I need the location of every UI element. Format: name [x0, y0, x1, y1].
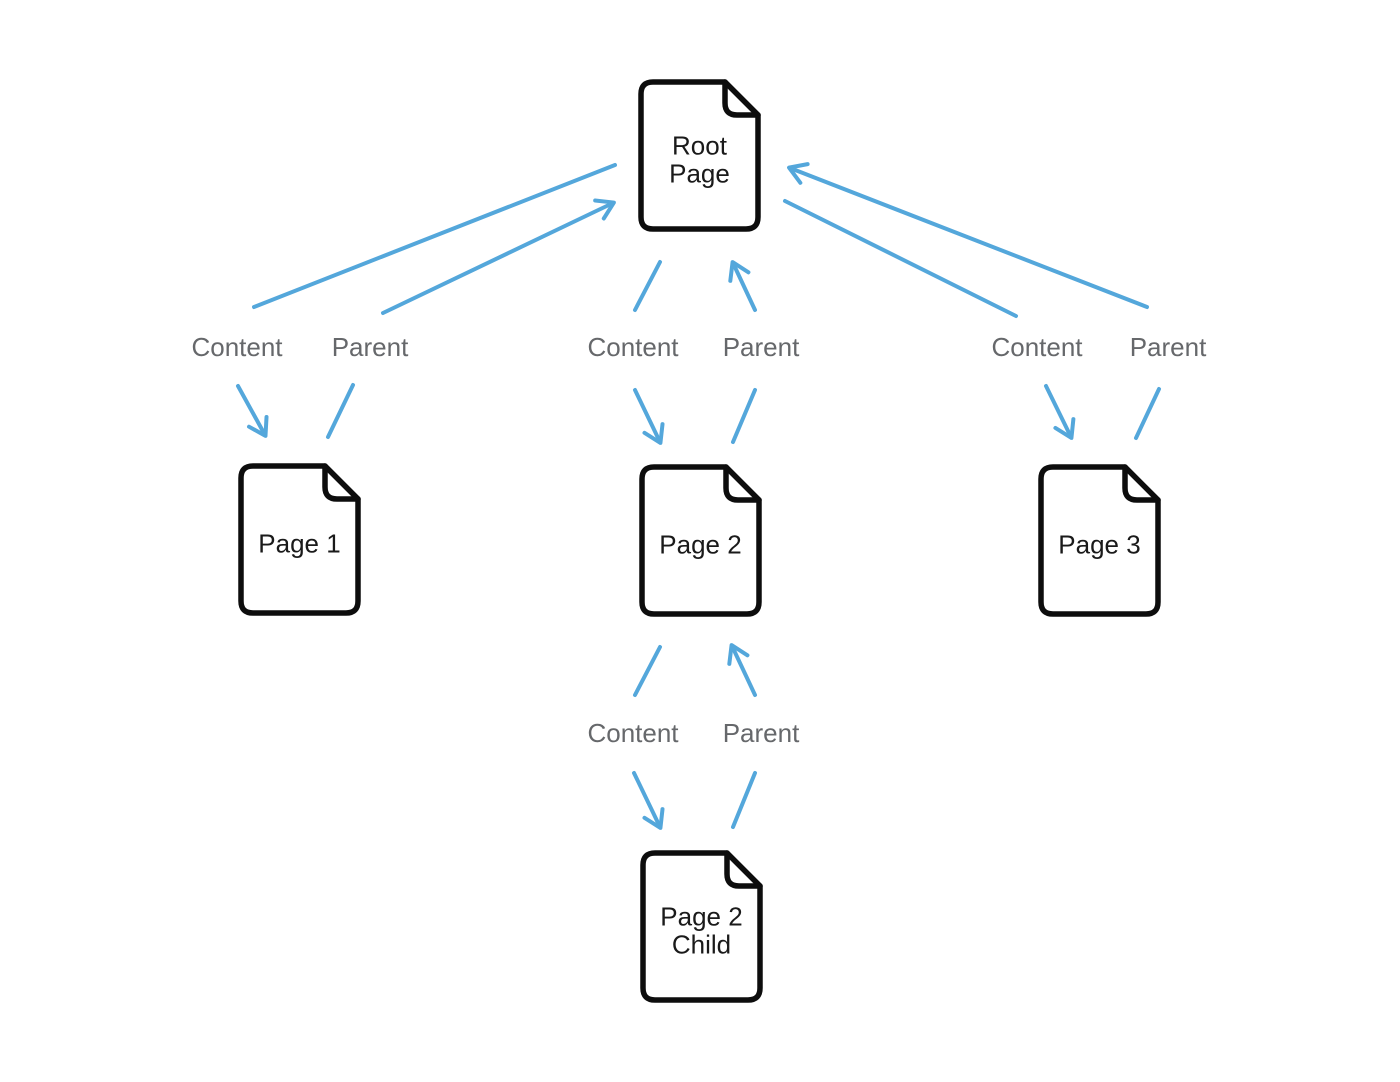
edge-content-root-to-page1-upper — [252, 163, 617, 309]
edge-parent-page2-to-root-lower — [731, 388, 757, 444]
label-parent-page1: Parent — [332, 332, 409, 362]
label-content-page2-child: Content — [587, 718, 679, 748]
node-label-page-3: Page 3 — [1058, 530, 1140, 560]
node-label-page-1: Page 1 — [258, 529, 340, 559]
node-label-page-2-child-line-1: Page 2 — [660, 902, 742, 932]
label-content-page2: Content — [587, 332, 679, 362]
document-fold-corner — [724, 850, 763, 889]
document-fold-corner — [723, 464, 762, 503]
edge-content-root-to-page3-upper — [783, 199, 1018, 318]
edge-parent-page1-to-root-upper — [381, 198, 616, 315]
label-content-page3: Content — [991, 332, 1083, 362]
edge-parent-child-to-page2-lower — [731, 771, 757, 829]
node-page-2: Page 2 — [639, 464, 762, 617]
node-label-page-2: Page 2 — [659, 530, 741, 560]
edge-parent-page3-to-root-upper — [787, 162, 1149, 309]
node-label-root-page-line-2: Page — [669, 159, 730, 189]
edge-parent-child-to-page2-upper — [727, 643, 757, 697]
edges-layer — [236, 162, 1161, 830]
edge-content-root-to-page1-lower — [236, 384, 269, 438]
node-page-1: Page 1 — [238, 463, 361, 616]
label-content-page1: Content — [191, 332, 283, 362]
edge-content-page2-to-child-upper — [633, 645, 662, 697]
edge-content-root-to-page2-lower — [633, 388, 665, 445]
document-icon — [639, 464, 762, 617]
edge-parent-page2-to-root-upper — [728, 260, 757, 312]
edge-content-root-to-page2-upper — [633, 260, 662, 312]
document-fold-corner — [722, 79, 761, 118]
document-icon — [1038, 464, 1161, 617]
label-parent-page2: Parent — [723, 332, 800, 362]
document-icon — [638, 79, 761, 232]
edge-parent-page1-to-root-lower — [326, 383, 355, 439]
node-label-page-2-child-line-2: Child — [672, 930, 731, 960]
node-label-root-page-line-1: Root — [672, 131, 728, 161]
edge-content-root-to-page3-lower — [1044, 384, 1076, 440]
node-page-3: Page 3 — [1038, 464, 1161, 617]
edge-parent-page3-to-root-lower — [1134, 387, 1161, 440]
document-icon — [238, 463, 361, 616]
document-icon — [640, 850, 763, 1003]
edge-content-page2-to-child-lower — [632, 771, 665, 830]
document-fold-corner — [322, 463, 361, 502]
label-parent-page2-child: Parent — [723, 718, 800, 748]
document-fold-corner — [1122, 464, 1161, 503]
label-parent-page3: Parent — [1130, 332, 1207, 362]
